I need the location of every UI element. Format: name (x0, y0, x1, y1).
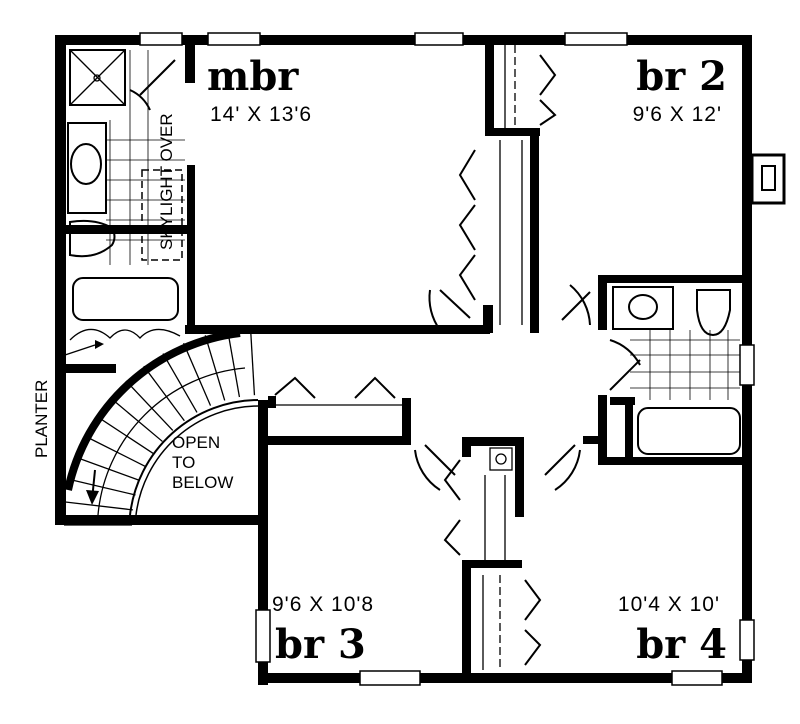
chimney (750, 153, 786, 205)
hall-bath-fixtures (612, 286, 741, 455)
stair-tread (125, 380, 174, 431)
stair-tread (84, 435, 147, 468)
stair-tread (226, 329, 241, 398)
stair-tread (69, 478, 136, 496)
room-size-br4: 10'4 X 10' (618, 593, 720, 616)
skylight-note: SKYLIGHT OVER (157, 113, 176, 250)
stair-tread (249, 327, 256, 396)
closets (274, 45, 557, 670)
room-size-br2: 9'6 X 12' (633, 103, 722, 126)
stair-tread (109, 397, 163, 442)
stair-tread (143, 365, 185, 422)
planter-note: PLANTER (32, 380, 51, 458)
open-to-below-line1: OPEN (172, 433, 220, 452)
room-label-br4: br 4 (636, 621, 727, 668)
room-size-br3: 9'6 X 10'8 (272, 593, 374, 616)
room-size-mbr: 14' X 13'6 (210, 103, 312, 126)
master-bath-fixtures (64, 49, 185, 356)
stair-tread (96, 415, 154, 455)
room-label-br3: br 3 (275, 621, 366, 668)
open-to-below-line2: TO (172, 453, 195, 472)
labels: mbr 14' X 13'6 br 2 9'6 X 12' 9'6 X 10'8… (32, 53, 727, 668)
room-label-br2: br 2 (636, 53, 727, 100)
stair-tread (65, 501, 133, 511)
doors (129, 59, 641, 491)
stair-tread (204, 335, 226, 401)
room-label-mbr: mbr (207, 53, 299, 100)
stair-tread (182, 342, 212, 406)
stair-tread (75, 456, 141, 482)
interior-walls (66, 38, 748, 680)
curved-stair (64, 327, 259, 526)
open-to-below-line3: BELOW (172, 473, 233, 492)
stair-tread (162, 353, 198, 413)
windows (139, 32, 755, 686)
